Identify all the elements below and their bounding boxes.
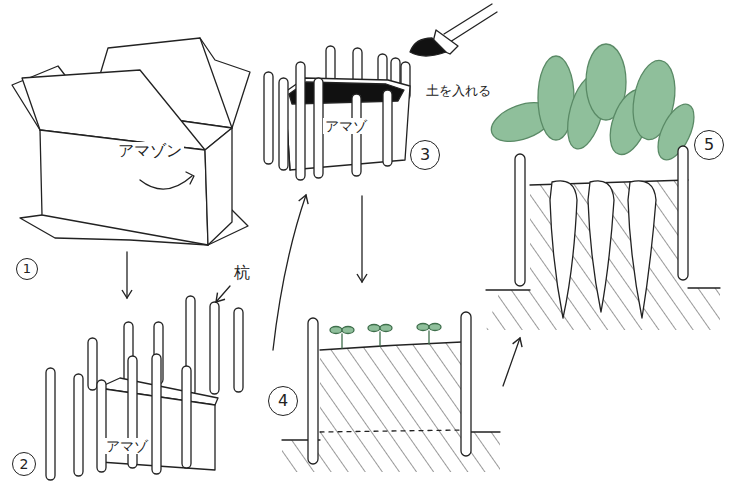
callout-number: 1 bbox=[16, 258, 38, 280]
trowel bbox=[410, 4, 497, 56]
cardboard-box bbox=[12, 38, 250, 245]
step-note: 土を入れる bbox=[424, 84, 493, 99]
ground-with-sprouts bbox=[282, 312, 500, 472]
callout-number: 3 bbox=[410, 140, 440, 170]
box-with-soil bbox=[264, 46, 410, 180]
callout-number: 5 bbox=[694, 130, 724, 160]
box-print: アマゾ bbox=[323, 118, 369, 134]
box-print: アマゾン bbox=[116, 142, 184, 160]
box-with-stakes bbox=[46, 296, 243, 480]
stake-label: 杭 bbox=[232, 264, 252, 282]
callout-number: 2 bbox=[12, 452, 36, 476]
grown-radishes bbox=[486, 44, 720, 330]
flow-arrows bbox=[127, 195, 520, 386]
callout-number: 4 bbox=[268, 386, 298, 416]
box-print: アマゾ bbox=[104, 438, 150, 454]
